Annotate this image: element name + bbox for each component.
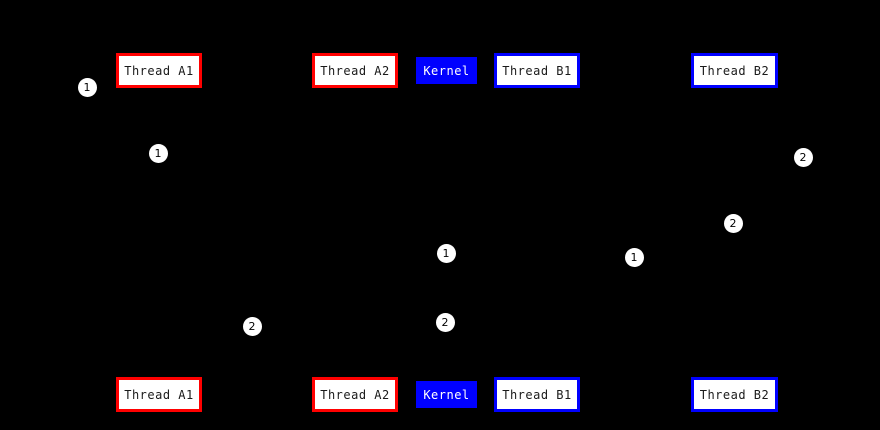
participant-label: Thread A2: [320, 387, 390, 402]
lifeline-thread-b1: [537, 88, 538, 377]
sequence-number-badge: 2: [435, 312, 455, 332]
sequence-number-badge: 1: [148, 143, 168, 163]
participant-label: Thread A1: [124, 63, 194, 78]
participant-box-kernel-bottom[interactable]: Kernel: [416, 381, 477, 408]
participant-box-thread-b2-top[interactable]: Thread B2: [691, 53, 778, 88]
participant-label: Thread B2: [699, 387, 770, 402]
participant-box-kernel-top[interactable]: Kernel: [416, 57, 477, 84]
participant-label: Thread A1: [124, 387, 194, 402]
lifeline-thread-b2: [734, 88, 735, 377]
participant-label: Thread B2: [699, 63, 770, 78]
sequence-number-badge: 1: [77, 77, 97, 97]
sequence-number-badge: 1: [624, 247, 644, 267]
lifeline-thread-a1: [159, 88, 160, 377]
participant-box-thread-a2-top[interactable]: Thread A2: [312, 53, 398, 88]
participant-label: Thread B1: [502, 387, 572, 402]
participant-box-thread-a1-top[interactable]: Thread A1: [116, 53, 202, 88]
sequence-number-badge: 1: [436, 243, 456, 263]
sequence-number-badge: 2: [793, 147, 813, 167]
participant-box-thread-a1-bottom[interactable]: Thread A1: [116, 377, 202, 412]
participant-box-thread-a2-bottom[interactable]: Thread A2: [312, 377, 398, 412]
participant-box-thread-b2-bottom[interactable]: Thread B2: [691, 377, 778, 412]
participant-label: Thread A2: [320, 63, 390, 78]
sequence-number-badge: 2: [242, 316, 262, 336]
participant-label: Thread B1: [502, 63, 572, 78]
participant-label: Kernel: [423, 63, 470, 78]
sequence-number-badge: 2: [723, 213, 743, 233]
participant-label: Kernel: [423, 387, 470, 402]
participant-box-thread-b1-top[interactable]: Thread B1: [494, 53, 580, 88]
lifeline-thread-a2: [355, 88, 356, 377]
lifeline-kernel: [446, 84, 447, 381]
participant-box-thread-b1-bottom[interactable]: Thread B1: [494, 377, 580, 412]
